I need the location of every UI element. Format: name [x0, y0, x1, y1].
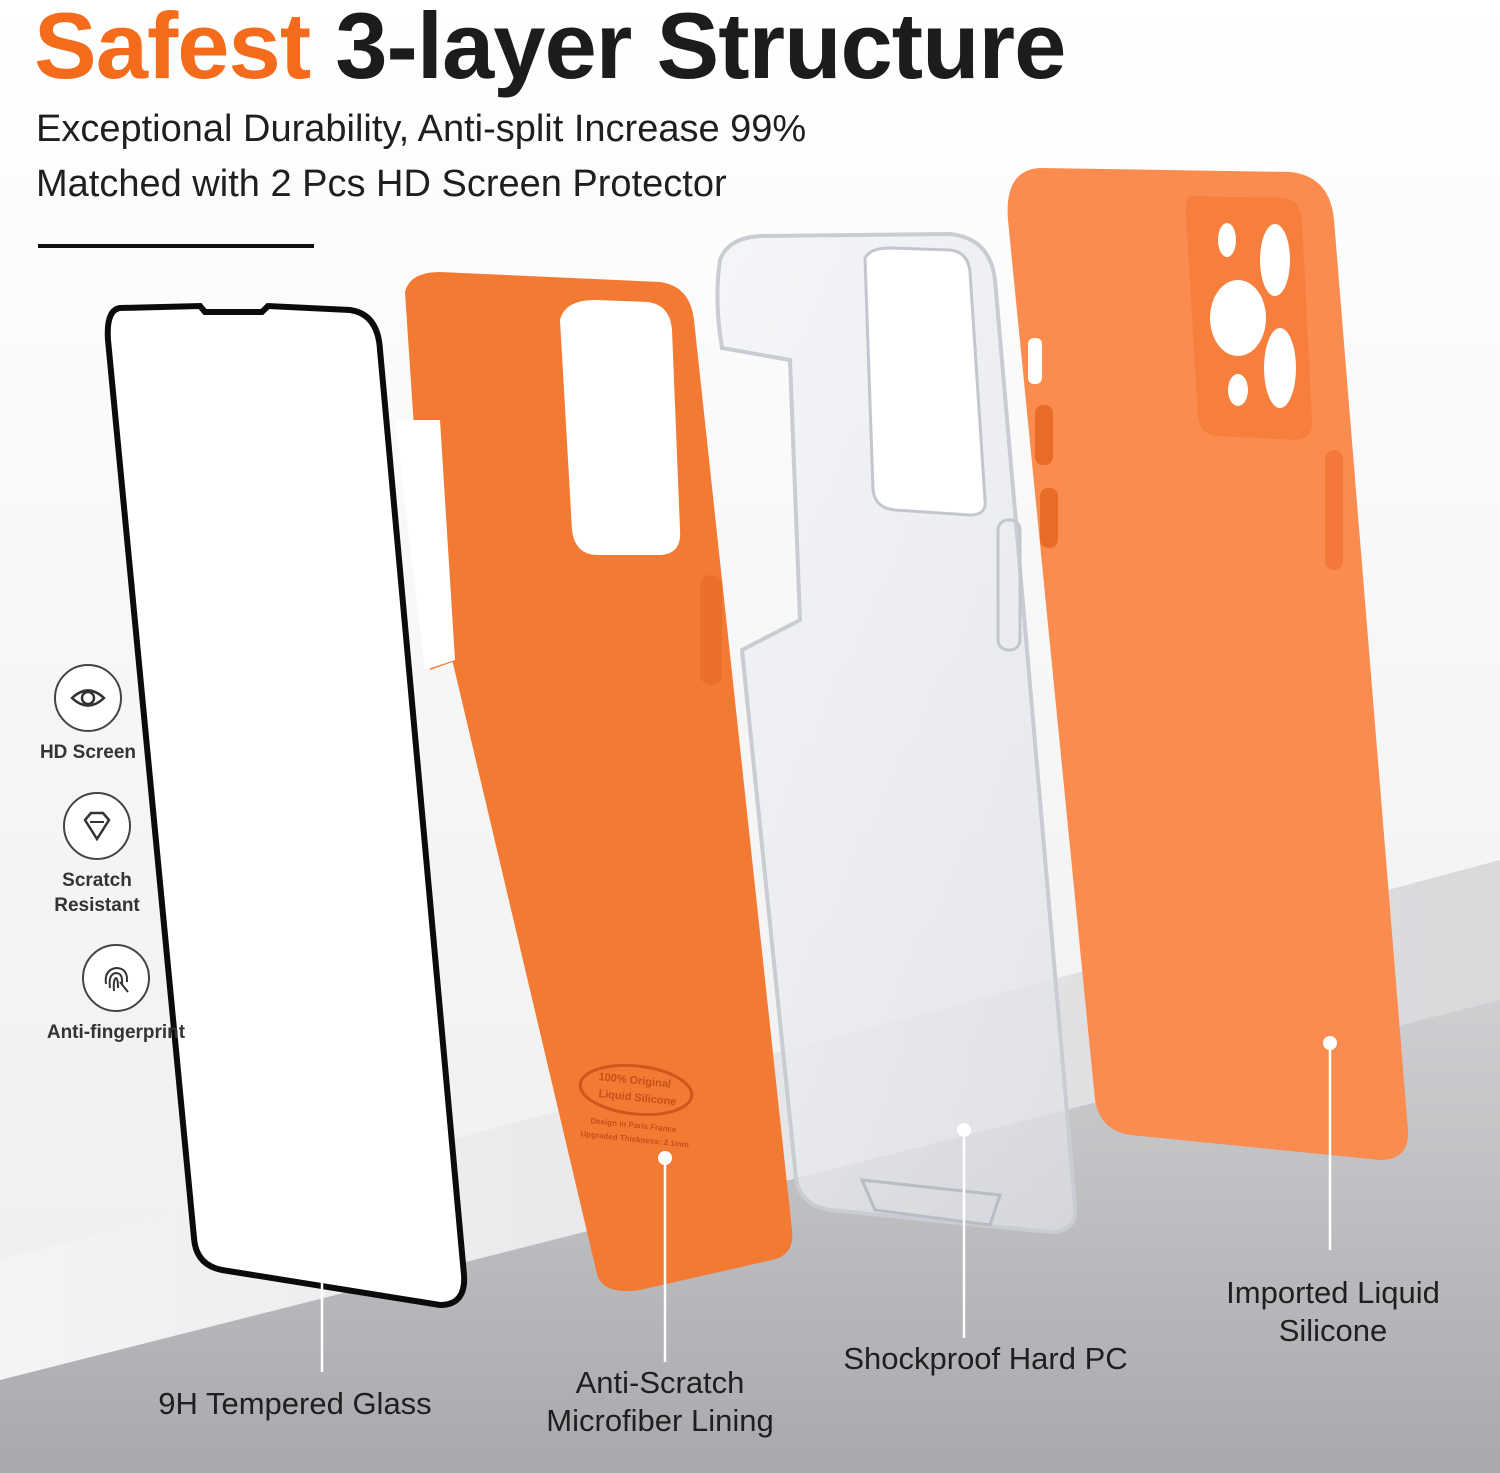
callout-hard-pc: Shockproof Hard PC [843, 1341, 1128, 1376]
headline-accent: Safest [34, 0, 311, 98]
tempered-glass-layer [104, 302, 468, 1309]
feature-anti-fingerprint: Anti-fingerprint [36, 944, 196, 1045]
subheadline-line1: Exceptional Durability, Anti-split Incre… [36, 108, 807, 150]
headline: Safest 3-layer Structure [34, 0, 1066, 98]
eye-icon [54, 664, 122, 732]
callout-tempered-glass: 9H Tempered Glass [158, 1386, 432, 1421]
callout-microfiber-lining: Anti-Scratch Microfiber Lining [546, 1365, 774, 1438]
feature-label: Scratch Resistant [54, 870, 140, 916]
microfiber-lining-case [395, 272, 793, 1292]
feature-label: Anti-fingerprint [46, 1022, 186, 1043]
headline-rest: 3-layer Structure [335, 0, 1066, 98]
divider [38, 244, 314, 248]
feature-label: HD Screen [39, 742, 137, 763]
fingerprint-icon [82, 944, 150, 1012]
callout-pointers [315, 1036, 1337, 1372]
subheadline-line2: Matched with 2 Pcs HD Screen Protector [36, 163, 727, 205]
feature-hd-screen: HD Screen [8, 664, 168, 765]
feature-scratch-resistant: Scratch Resistant [17, 792, 177, 918]
clear-hard-pc-frame [715, 231, 1078, 1235]
liquid-silicone-case [1007, 168, 1409, 1160]
callout-liquid-silicone: Imported Liquid Silicone [1226, 1275, 1440, 1348]
diamond-icon [63, 792, 131, 860]
